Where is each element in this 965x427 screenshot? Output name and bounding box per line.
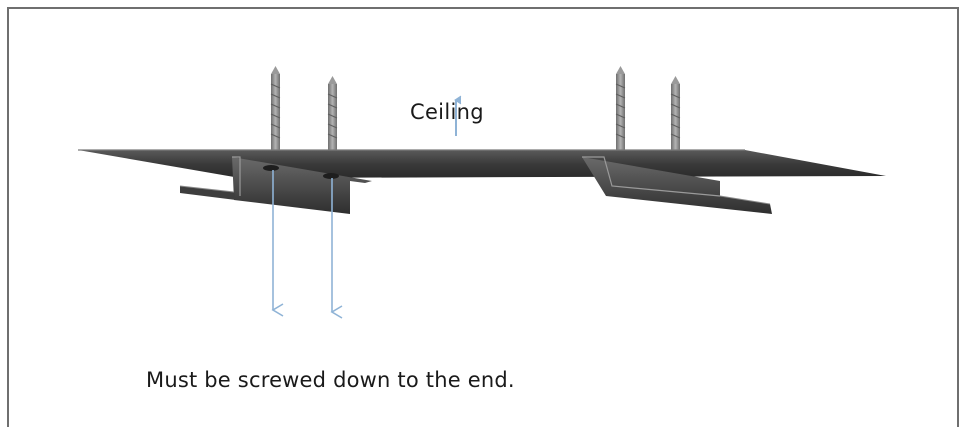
screw-icon — [327, 76, 338, 154]
screw-icon — [270, 66, 281, 154]
mounting-bracket-right — [582, 156, 772, 214]
screw-icon — [615, 66, 626, 154]
screw-icon — [670, 76, 681, 154]
ceiling-label: Ceiling — [410, 100, 484, 124]
ceiling-panel — [78, 150, 886, 178]
diagram-frame — [7, 7, 959, 427]
instruction-caption: Must be screwed down to the end. — [146, 368, 515, 392]
mounting-bracket-left — [179, 156, 372, 214]
